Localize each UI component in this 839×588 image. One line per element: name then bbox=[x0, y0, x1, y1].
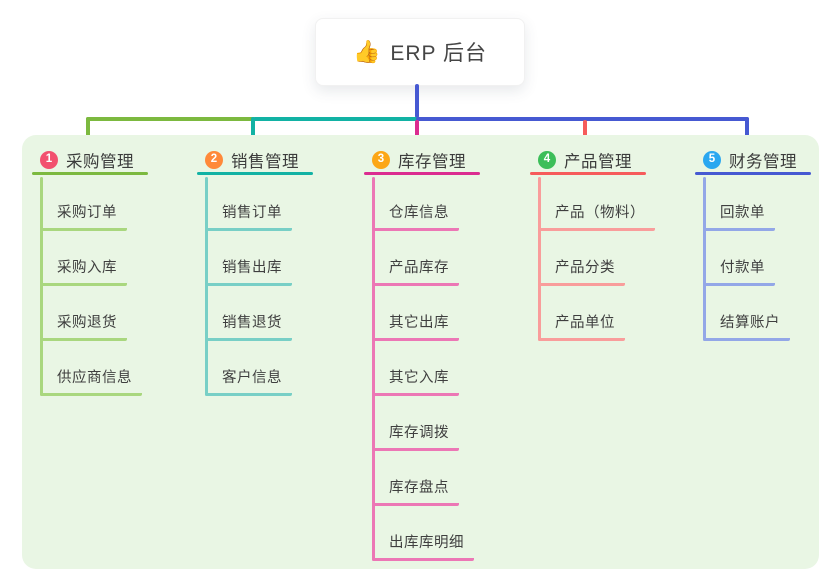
children-connector-line bbox=[40, 177, 43, 396]
child-label: 销售退货 bbox=[222, 315, 282, 331]
branch-underline bbox=[197, 172, 313, 175]
child-label: 结算账户 bbox=[720, 315, 780, 331]
child-node[interactable]: 其它入库 bbox=[372, 342, 459, 396]
child-node[interactable]: 其它出库 bbox=[372, 287, 459, 341]
root-node[interactable]: 👍 ERP 后台 bbox=[315, 18, 525, 86]
branch-product: 4 产品管理 产品（物料） 产品分类 产品单位 bbox=[530, 148, 698, 341]
child-label: 销售出库 bbox=[222, 260, 282, 276]
child-node[interactable]: 产品单位 bbox=[538, 287, 625, 341]
children-connector-line bbox=[538, 177, 541, 341]
children-connector-line bbox=[703, 177, 706, 341]
child-node[interactable]: 产品分类 bbox=[538, 232, 625, 286]
branch-title: 库存管理 bbox=[398, 153, 466, 171]
branch-index-badge: 5 bbox=[703, 151, 721, 169]
branch-underline bbox=[364, 172, 480, 175]
child-node[interactable]: 仓库信息 bbox=[372, 177, 459, 231]
branch-title: 采购管理 bbox=[66, 153, 134, 171]
child-label: 客户信息 bbox=[222, 370, 282, 386]
branch-finance: 5 财务管理 回款单 付款单 结算账户 bbox=[695, 148, 839, 341]
child-label: 库存盘点 bbox=[389, 480, 449, 496]
branch-sales-node[interactable]: 2 销售管理 bbox=[205, 148, 365, 172]
root-title: ERP 后台 bbox=[390, 42, 488, 65]
child-label: 库存调拨 bbox=[389, 425, 449, 441]
branch-sales: 2 销售管理 销售订单 销售出库 销售退货 客户信息 bbox=[197, 148, 365, 396]
branch-inventory-node[interactable]: 3 库存管理 bbox=[372, 148, 532, 172]
branch-index-badge: 2 bbox=[205, 151, 223, 169]
child-node[interactable]: 采购退货 bbox=[40, 287, 127, 341]
root-connector-line bbox=[415, 84, 419, 118]
child-node[interactable]: 结算账户 bbox=[703, 287, 790, 341]
child-node[interactable]: 库存盘点 bbox=[372, 452, 459, 506]
branch-purchase: 1 采购管理 采购订单 采购入库 采购退货 供应商信息 bbox=[32, 148, 200, 396]
child-label: 出库库明细 bbox=[389, 535, 464, 551]
child-node[interactable]: 采购订单 bbox=[40, 177, 127, 231]
branch-underline bbox=[32, 172, 148, 175]
child-node[interactable]: 付款单 bbox=[703, 232, 775, 286]
connector-drop-sales bbox=[251, 117, 255, 150]
branch-underline bbox=[695, 172, 811, 175]
branch-title: 财务管理 bbox=[729, 153, 797, 171]
branch-title: 产品管理 bbox=[564, 153, 632, 171]
child-label: 仓库信息 bbox=[389, 205, 449, 221]
branch-underline bbox=[530, 172, 646, 175]
branch-product-node[interactable]: 4 产品管理 bbox=[538, 148, 698, 172]
child-node[interactable]: 产品库存 bbox=[372, 232, 459, 286]
branch-index-badge: 3 bbox=[372, 151, 390, 169]
child-label: 产品分类 bbox=[555, 260, 615, 276]
children-connector-line bbox=[205, 177, 208, 396]
child-label: 其它出库 bbox=[389, 315, 449, 331]
connector-line-purchase bbox=[86, 117, 255, 121]
child-label: 供应商信息 bbox=[57, 370, 132, 386]
child-node[interactable]: 回款单 bbox=[703, 177, 775, 231]
child-label: 采购退货 bbox=[57, 315, 117, 331]
child-label: 采购订单 bbox=[57, 205, 117, 221]
thumbs-up-icon: 👍 bbox=[352, 39, 381, 64]
branch-index-badge: 4 bbox=[538, 151, 556, 169]
children-connector-line bbox=[372, 177, 375, 561]
child-node[interactable]: 销售订单 bbox=[205, 177, 292, 231]
branches-panel bbox=[22, 135, 819, 569]
branch-inventory: 3 库存管理 仓库信息 产品库存 其它出库 其它入库 库存调拨 库存盘点 出库库… bbox=[364, 148, 532, 561]
connector-drop-purchase bbox=[86, 117, 90, 150]
child-label: 销售订单 bbox=[222, 205, 282, 221]
child-label: 产品（物料） bbox=[555, 205, 645, 221]
child-label: 产品库存 bbox=[389, 260, 449, 276]
branch-finance-node[interactable]: 5 财务管理 bbox=[703, 148, 839, 172]
child-node[interactable]: 供应商信息 bbox=[40, 342, 142, 396]
child-label: 付款单 bbox=[720, 260, 765, 276]
connector-line-sales bbox=[253, 117, 418, 121]
child-node[interactable]: 销售出库 bbox=[205, 232, 292, 286]
child-node[interactable]: 销售退货 bbox=[205, 287, 292, 341]
connector-drop-finance bbox=[745, 117, 749, 150]
child-label: 产品单位 bbox=[555, 315, 615, 331]
child-node[interactable]: 客户信息 bbox=[205, 342, 292, 396]
child-label: 回款单 bbox=[720, 205, 765, 221]
child-node[interactable]: 库存调拨 bbox=[372, 397, 459, 451]
child-label: 采购入库 bbox=[57, 260, 117, 276]
child-node[interactable]: 出库库明细 bbox=[372, 507, 474, 561]
child-node[interactable]: 产品（物料） bbox=[538, 177, 655, 231]
branch-title: 销售管理 bbox=[231, 153, 299, 171]
connector-line-finance bbox=[416, 117, 749, 121]
child-node[interactable]: 采购入库 bbox=[40, 232, 127, 286]
child-label: 其它入库 bbox=[389, 370, 449, 386]
branch-index-badge: 1 bbox=[40, 151, 58, 169]
branch-purchase-node[interactable]: 1 采购管理 bbox=[40, 148, 200, 172]
